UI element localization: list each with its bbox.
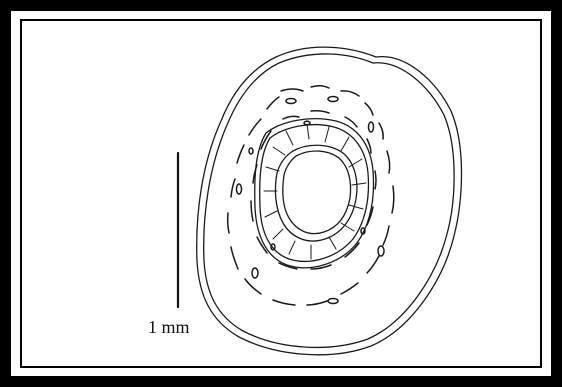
pith-inner-line (283, 151, 351, 234)
stem-cross-section-drawing (11, 11, 551, 376)
epidermis-outer-line (197, 47, 462, 355)
figure-panel: 1 mm (11, 11, 551, 376)
pith-outer-line (275, 145, 357, 241)
scale-bar-label: 1 mm (148, 317, 190, 338)
